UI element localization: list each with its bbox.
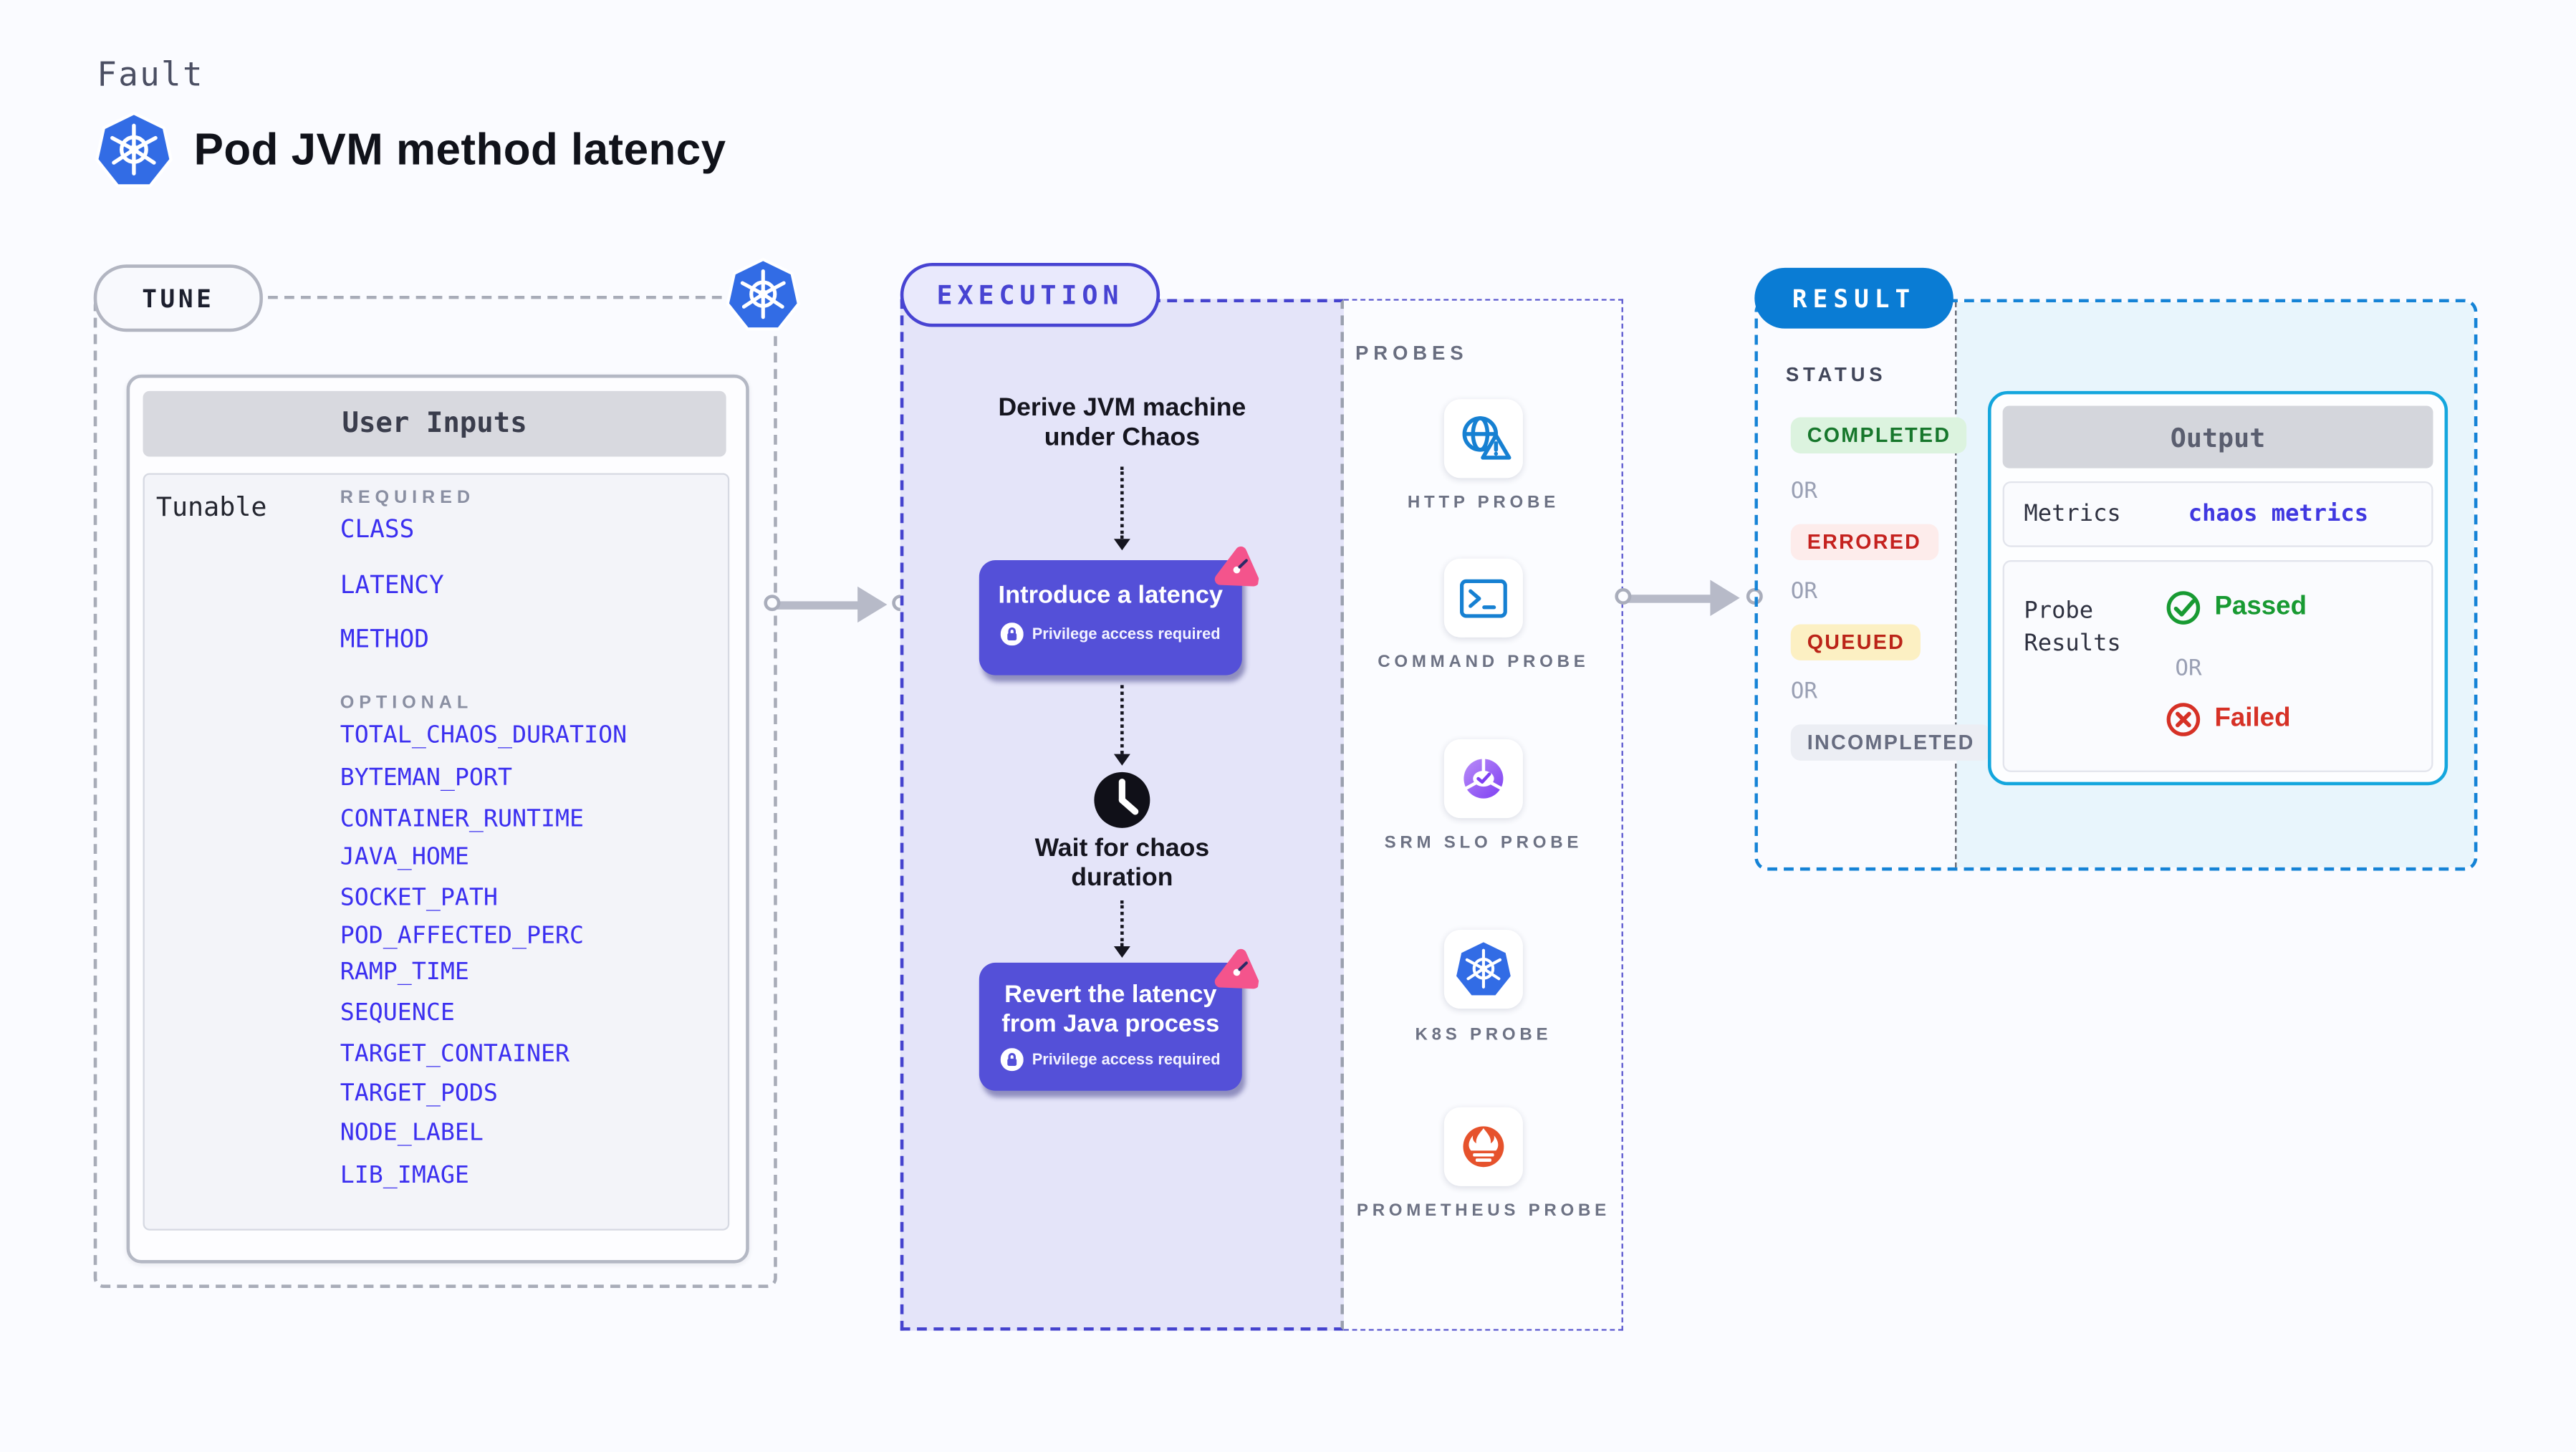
status-badge-incompleted: INCOMPLETED [1790,724,1991,761]
param-node-label[interactable]: NODE_LABEL [340,1120,484,1147]
param-socket-path[interactable]: SOCKET_PATH [340,885,498,912]
probe-results-label: Probe Results [2024,597,2121,658]
result-divider [1955,302,1957,867]
x-circle-icon [2166,703,2201,736]
introduce-latency-step[interactable]: Introduce a latency Privilege access req… [979,560,1242,675]
connector-dot [1615,588,1632,605]
param-method[interactable]: METHOD [340,624,429,654]
kubernetes-icon [1454,940,1514,999]
param-lib-image[interactable]: LIB_IMAGE [340,1163,469,1190]
probe-label: SRM SLO PROBE [1384,832,1583,853]
probe-label: PROMETHEUS PROBE [1356,1201,1610,1221]
clock-icon [1094,771,1150,828]
param-java-home[interactable]: JAVA_HOME [340,844,469,871]
or-label: OR [2175,655,2202,682]
derive-step-text: Derive JVM machine under Chaos [998,394,1246,452]
slo-pie-icon [1464,756,1504,799]
flow-arrow-down [1113,685,1130,766]
or-label: OR [1790,578,1818,605]
kubernetes-icon [95,112,173,189]
or-label: OR [1790,478,1818,505]
failed-indicator: Failed [2166,701,2290,737]
command-probe-card[interactable] [1443,558,1523,638]
tunable-label: Tunable [155,491,267,523]
prometheus-icon [1463,1126,1504,1168]
metrics-row: Metrics chaos metrics [2002,481,2433,547]
user-inputs-title: User Inputs [143,390,726,457]
probe-label: COMMAND PROBE [1378,652,1590,672]
tune-section [93,295,777,1289]
privilege-note: Privilege access required [1032,625,1221,643]
status-heading: STATUS [1785,362,1887,386]
result-pill[interactable]: RESULT [1754,267,1953,329]
param-ramp-time[interactable]: RAMP_TIME [340,959,469,986]
page-title: Pod JVM method latency [193,125,726,175]
param-sequence[interactable]: SEQUENCE [340,1000,455,1027]
passed-indicator: Passed [2166,590,2307,625]
k8s-probe-card[interactable] [1443,930,1523,1009]
srm-slo-probe-card[interactable] [1443,739,1523,819]
execution-to-result-arrow [1615,580,1763,617]
status-badge-completed: COMPLETED [1790,417,1968,453]
required-heading: REQUIRED [340,488,475,508]
metrics-value[interactable]: chaos metrics [2188,501,2369,528]
wait-step-text: Wait for chaos duration [1034,835,1210,893]
param-target-pods[interactable]: TARGET_PODS [340,1081,498,1107]
probe-results-row: Probe Results Passed OR Failed [2002,560,2433,772]
flow-arrow-down [1113,466,1130,551]
param-byteman-port[interactable]: BYTEMAN_PORT [340,765,512,792]
metrics-label: Metrics [2024,501,2121,528]
probe-label: HTTP PROBE [1407,493,1559,513]
optional-heading: OPTIONAL [340,693,474,713]
lock-icon [1001,1048,1024,1072]
chaos-badge-icon [1214,546,1259,587]
check-circle-icon [2166,591,2201,625]
arrow-line [777,600,863,609]
terminal-icon [1459,579,1507,618]
kubernetes-icon [726,258,800,332]
user-inputs-body [143,473,730,1231]
globe-alert-icon [1462,416,1512,460]
param-latency[interactable]: LATENCY [340,569,444,600]
tune-to-execution-arrow [764,586,909,623]
result-section [1754,299,2478,871]
output-title: Output [2002,405,2433,468]
connector-dot [764,595,781,612]
param-container-runtime[interactable]: CONTAINER_RUNTIME [340,807,585,833]
status-badge-queued: QUEUED [1790,624,1922,660]
prometheus-probe-card[interactable] [1443,1107,1523,1186]
chaos-badge-icon [1214,948,1259,989]
http-probe-card[interactable] [1443,399,1523,479]
privilege-note: Privilege access required [1032,1050,1221,1069]
tune-pill[interactable]: TUNE [93,264,263,332]
param-target-container[interactable]: TARGET_CONTAINER [340,1041,570,1068]
probe-label: K8S PROBE [1415,1025,1552,1045]
probes-heading: PROBES [1355,342,1469,365]
flow-arrow-down [1113,900,1130,958]
execution-pill[interactable]: EXECUTION [900,262,1160,327]
revert-latency-step[interactable]: Revert the latency from Java process Pri… [979,962,1242,1091]
fault-kicker: Fault [97,54,204,94]
or-label: OR [1790,678,1818,705]
param-class[interactable]: CLASS [340,514,415,544]
param-total-chaos-duration[interactable]: TOTAL_CHAOS_DURATION [340,723,628,749]
arrow-head [1710,580,1740,617]
param-pod-affected-perc[interactable]: POD_AFFECTED_PERC [340,923,585,950]
lock-icon [1001,622,1024,646]
status-badge-errored: ERRORED [1790,524,1938,561]
arrow-head [857,586,888,623]
arrow-line [1628,594,1716,602]
